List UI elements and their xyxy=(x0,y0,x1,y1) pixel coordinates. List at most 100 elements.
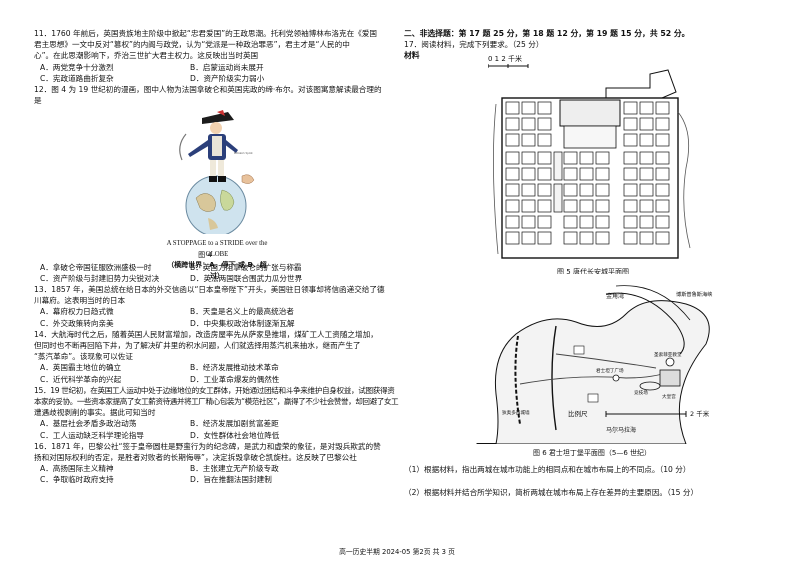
map2-label-1: 博斯普鲁斯海峡 xyxy=(676,290,713,298)
q17-part-2: （2）根据材料并结合所学知识，简析两城在城市布局上存在差异的主要原因。（15 分… xyxy=(404,487,699,497)
q14-stem-line-3: “蒸汽革命”。该现象可以佐证 xyxy=(34,352,133,362)
q16-option-d[interactable]: D．旨在推翻法国封建制 xyxy=(190,475,272,485)
q13-option-c[interactable]: C．外交政策转向亲美 xyxy=(40,318,114,328)
ward-block xyxy=(595,215,610,228)
q12-options: A．拿破仑帝国征服欧洲盛极一时 B．英国力阻拿破仑的扩张与称霸 C．资产阶级与封… xyxy=(40,262,396,284)
q14-option-b[interactable]: B．经济发展推动技术革命 xyxy=(190,363,279,373)
ward-block xyxy=(639,133,654,146)
ward-block xyxy=(537,167,552,180)
q14-stem-line-2: 但同时也不断再回陷下井，为了解决矿井里的积水问题，人们就选择用蒸汽机来抽水，继而… xyxy=(34,341,361,351)
map1-scale: 0 1 2 千米 xyxy=(488,54,523,63)
map2-label-0: 金角湾 xyxy=(606,292,624,300)
ward-block xyxy=(579,183,594,196)
ward-block xyxy=(655,167,670,180)
map2-label-5: 竞技场 xyxy=(634,389,648,396)
q15-option-a[interactable]: A．基层社会矛盾多政治动荡 xyxy=(40,419,137,429)
ward-block xyxy=(655,101,670,114)
q12-option-d[interactable]: D．英法两国联合围武力瓜分世界 xyxy=(190,273,303,283)
ward-block xyxy=(623,231,638,244)
section-title: 二、非选择题：第 17 题 25 分，第 18 题 12 分，第 19 题 15… xyxy=(404,29,690,38)
page-footer: 高一历史半期 2024-05 第2页 共 3 页 xyxy=(339,548,455,556)
ward-block xyxy=(623,151,638,164)
q15-option-c[interactable]: C．工人运动缺乏科学理论指导 xyxy=(40,430,145,440)
ward-block xyxy=(579,167,594,180)
ward-block xyxy=(595,199,610,212)
map2-scale-unit: 2 千米 xyxy=(690,409,710,418)
q16-option-b[interactable]: B．主张建立无产阶级专政 xyxy=(190,464,279,474)
q16-stem-line-2: 扬和对国际权利的否定，是胜者对败者的长期侮辱”，决定拆毁拿破仑凯旋柱。这反映了巴… xyxy=(34,453,357,463)
material-label: 材料 xyxy=(404,51,420,61)
ward-block xyxy=(537,117,552,130)
ward-block xyxy=(595,167,610,180)
map2-label-2: 马尔马拉海 xyxy=(606,426,636,434)
ward-block xyxy=(505,183,520,196)
ward-block xyxy=(537,183,552,196)
ward-block xyxy=(623,133,638,146)
ward-block xyxy=(505,151,520,164)
q15-stem-line-2: 本家的妥协。一些资本家提高了女工薪资待遇并将工厂精心包装为“模范社区”，赢得了不… xyxy=(34,397,399,407)
q17-part-1: （1）根据材料，指出两城在城市功能上的相同点和在城市布局上的不同点。（10 分） xyxy=(404,464,691,474)
q12-stem-line-2: 是 xyxy=(34,96,42,106)
ward-block xyxy=(505,199,520,212)
ward-block xyxy=(505,231,520,244)
ward-block xyxy=(521,167,536,180)
ward-block xyxy=(563,183,578,196)
ward-block xyxy=(521,151,536,164)
changan-map: 0 1 2 千米 图 5 唐代长安城平面图 xyxy=(487,55,698,276)
q12-option-c[interactable]: C．资产阶级与封建旧势力尖锐对决 xyxy=(40,273,160,283)
q17-intro: 17．阅读材料，完成下列要求。（25 分） xyxy=(404,40,544,50)
ward-block xyxy=(521,133,536,146)
q11-option-a[interactable]: A．两党竞争十分激烈 xyxy=(40,62,114,72)
ward-block xyxy=(655,215,670,228)
ward-block xyxy=(521,231,536,244)
q14-option-c[interactable]: C．近代科学革命的兴起 xyxy=(40,374,122,384)
q12-option-a[interactable]: A．拿破仑帝国征服欧洲盛极一时 xyxy=(40,262,152,272)
q13-option-a[interactable]: A．幕府权力日趋式微 xyxy=(40,307,114,317)
q11-option-d[interactable]: D．资产阶级实力弱小 xyxy=(190,73,265,83)
q16-stem-line-1: 16．1871 年，巴黎公社“签于皇帝圆柱是野蛮行为的纪念碑，是武力和虚荣的象征… xyxy=(34,441,381,451)
question-16: 16．1871 年，巴黎公社“签于皇帝圆柱是野蛮行为的纪念碑，是武力和虚荣的象征… xyxy=(34,441,396,486)
ward-block xyxy=(505,215,520,228)
q11-stem-line-2: 君主思想》一文中反对“篡权”的内阁与政党，认为“党派是一种政治罪恶”，君主才是“… xyxy=(34,40,350,50)
q14-option-a[interactable]: A．英国霸主地位的确立 xyxy=(40,363,122,373)
ward-block xyxy=(623,199,638,212)
q15-option-d[interactable]: D．女性群体社会地位降低 xyxy=(190,430,280,440)
q16-option-c[interactable]: C．争取临时政府支持 xyxy=(40,475,114,485)
right-column: 二、非选择题：第 17 题 25 分，第 18 题 12 分，第 19 题 15… xyxy=(404,28,770,498)
changan-plan-drawing xyxy=(487,63,691,259)
map2-label-4: 圣索菲亚教堂 xyxy=(654,351,682,358)
q15-option-b[interactable]: B．经济发展加剧贫富差距 xyxy=(190,419,279,429)
q16-options: A．高扬国际主义精神 B．主张建立无产阶级专政 C．争取临时政府支持 D．旨在推… xyxy=(40,463,396,485)
cartoon-drawing: Britain's Spirit xyxy=(179,110,255,237)
q16-option-a[interactable]: A．高扬国际主义精神 xyxy=(40,464,114,474)
ward-block xyxy=(537,101,552,114)
question-12: 12．图 4 为 19 世纪初的漫画，图中人物为法国拿破仑和英国宪政的缔·布尔。… xyxy=(34,84,396,284)
q12-option-b[interactable]: B．英国力阻拿破仑的扩张与称霸 xyxy=(190,262,302,272)
ward-block xyxy=(563,199,578,212)
q13-option-d[interactable]: D．中央集权政治体制逐渐瓦解 xyxy=(190,318,295,328)
q13-stem-line-1: 13．1857 年，美国总统在给日本的外交信函以“日本皇帝陛下”开头，美国驻日领… xyxy=(34,285,385,295)
map2-caption: 图 6 君士坦丁堡平面图（5—6 世纪） xyxy=(532,448,652,457)
q11-stem-line-3: 心”。在此思潮影响下，乔治三世扩大君主权力。这反映出当时英国 xyxy=(34,51,259,61)
ward-block xyxy=(623,101,638,114)
q14-option-d[interactable]: D．工业革命爆发的偶然性 xyxy=(190,374,280,384)
q13-option-b[interactable]: B．天皇是名义上的最高统治者 xyxy=(190,307,294,317)
ward-block xyxy=(521,199,536,212)
ward-block xyxy=(521,183,536,196)
cartoon-subcaption: （横跨世界：A．停下 或 B．超过） xyxy=(167,261,267,281)
map2-label-3: 大皇宫 xyxy=(662,393,676,400)
ward-block xyxy=(563,215,578,228)
ward-block xyxy=(537,215,552,228)
ward-block xyxy=(521,215,536,228)
ward-block xyxy=(521,117,536,130)
ward-block xyxy=(623,167,638,180)
ward-block xyxy=(655,199,670,212)
ward-block xyxy=(595,151,610,164)
ward-block xyxy=(639,199,654,212)
q11-option-b[interactable]: B．启蒙运动尚未展开 xyxy=(190,62,264,72)
q11-option-c[interactable]: C．宪政道路曲折复杂 xyxy=(40,73,114,83)
q14-stem-line-1: 14．大航海时代之后，随着英国人民财富增加，改造房屋率先从萨家垦推增，煤矿工人工… xyxy=(34,329,378,339)
ward-block xyxy=(655,183,670,196)
ward-block xyxy=(579,151,594,164)
